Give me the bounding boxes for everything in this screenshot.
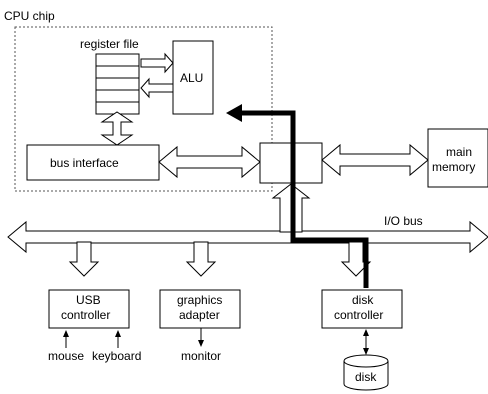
main-memory-box xyxy=(427,128,488,188)
keyboard-label: keyboard xyxy=(92,349,141,363)
bus-interface-box xyxy=(26,144,160,181)
register-file xyxy=(95,53,140,115)
mouse-label: mouse xyxy=(48,349,84,363)
alu-box xyxy=(172,40,214,115)
disk-label: disk xyxy=(355,370,377,384)
graphics-adapter-label-1: graphics xyxy=(177,293,222,307)
register-bus-arrow xyxy=(100,111,134,146)
usb-controller-box xyxy=(48,289,130,329)
usb-down-arrow xyxy=(68,241,100,277)
mouse-arrow xyxy=(63,330,69,348)
memory-bus-arrow xyxy=(321,143,429,177)
io-bus-arrow xyxy=(7,220,488,254)
graphics-adapter-label-2: adapter xyxy=(179,308,220,322)
main-memory-label-1: main xyxy=(446,145,472,159)
monitor-arrow xyxy=(198,328,204,347)
monitor-label: monitor xyxy=(181,349,221,363)
dma-transfer-arrowhead xyxy=(226,104,242,122)
main-memory-label-2: memory xyxy=(432,160,475,174)
disk-link-arrow xyxy=(363,329,369,355)
disk-icon xyxy=(343,354,389,391)
bus-interface-label: bus interface xyxy=(50,156,119,170)
register-file-label: register file xyxy=(80,37,139,51)
graphics-down-arrow xyxy=(185,241,217,277)
alu-to-register-arrow xyxy=(140,77,174,99)
dma-transfer-path xyxy=(240,110,369,288)
system-bus-arrow xyxy=(158,145,261,179)
alu-label: ALU xyxy=(180,71,203,85)
graphics-adapter-box xyxy=(159,289,241,329)
disk-controller-label-2: controller xyxy=(334,308,383,322)
cpu-chip-boundary xyxy=(14,26,273,192)
keyboard-arrow xyxy=(115,330,121,348)
cpu-chip-label: CPU chip xyxy=(4,9,55,23)
usb-controller-label-1: USB xyxy=(76,293,101,307)
usb-controller-label-2: controller xyxy=(61,308,110,322)
io-bus-label: I/O bus xyxy=(384,214,423,228)
register-to-alu-arrow xyxy=(140,52,174,74)
disk-controller-box xyxy=(321,289,403,329)
disk-controller-label-1: disk xyxy=(352,293,374,307)
disk-down-arrow xyxy=(340,241,372,277)
